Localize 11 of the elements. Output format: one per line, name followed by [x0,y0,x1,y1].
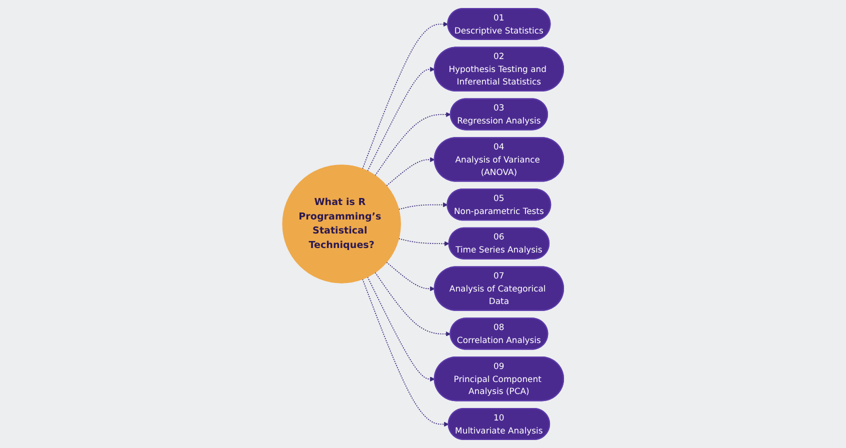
arrow [374,112,451,176]
arrow [386,157,435,186]
arrow [367,276,435,382]
arrow [362,278,449,427]
arrow [367,66,435,172]
arrow [386,262,435,292]
arrow [398,202,448,210]
arrow [374,272,451,336]
node-circle: What is R Programming’s Statistical Techniques? [282,164,401,284]
arrow [398,238,450,246]
arrow [362,22,448,170]
